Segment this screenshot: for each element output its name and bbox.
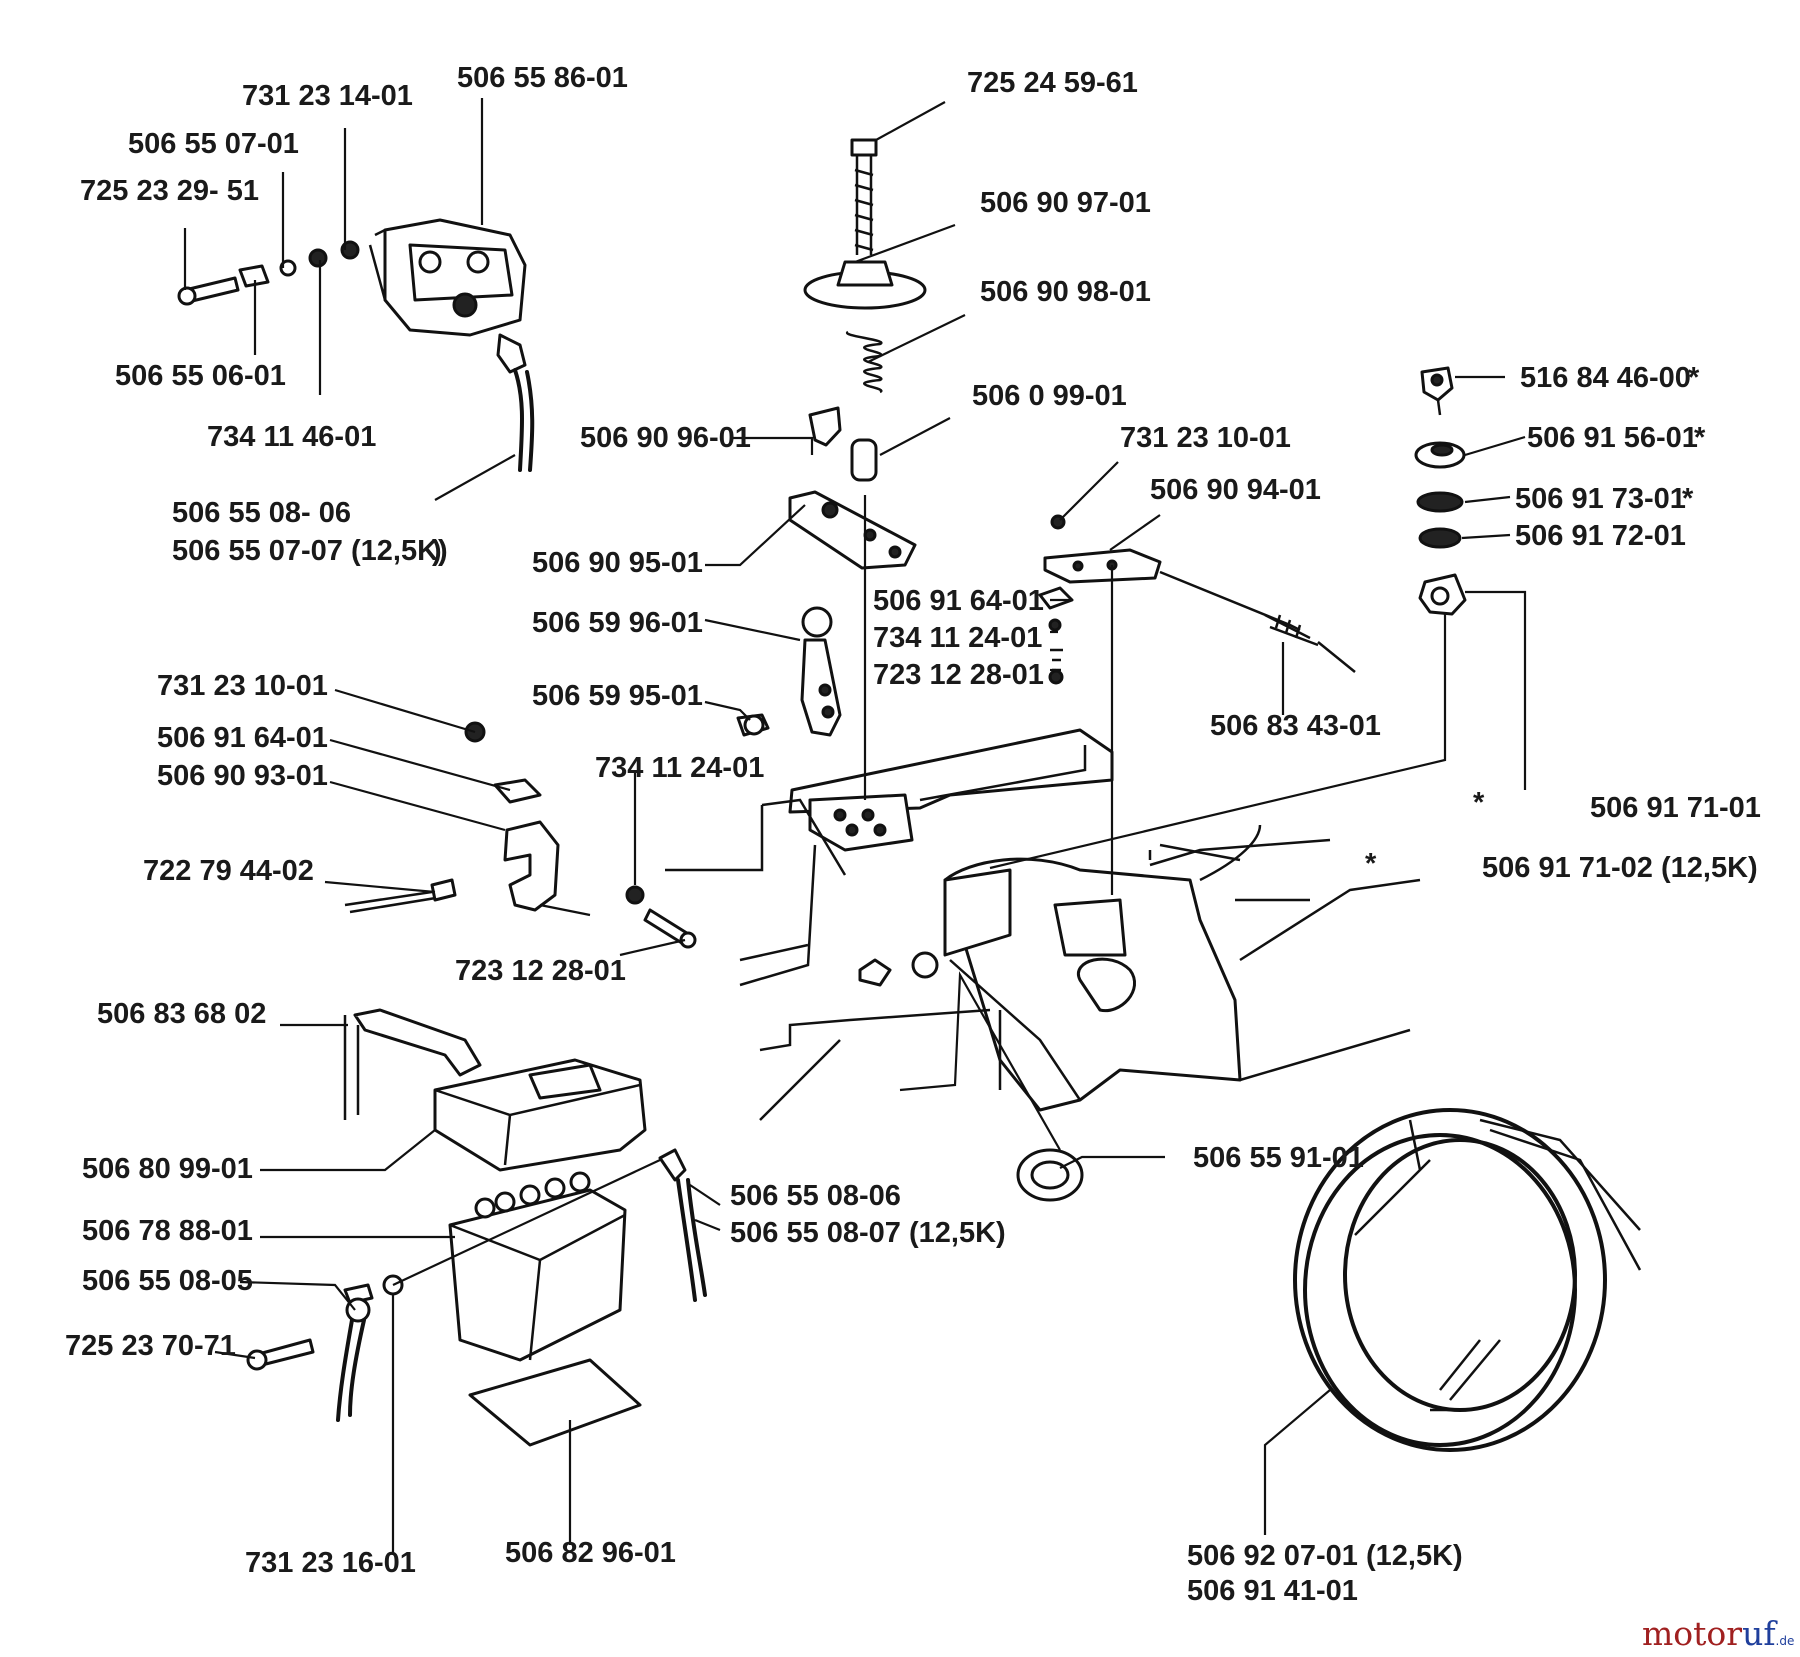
label-506-55-08-05: 506 55 08-05 — [82, 1265, 253, 1297]
label-725-23-29-51: 725 23 29- 51 — [80, 175, 259, 207]
label-506-91-64-01-mid: 506 91 64-01 — [873, 585, 1044, 617]
asterisk-left: * — [1473, 787, 1485, 819]
label-731-23-10-01-top: 731 23 10-01 — [1120, 422, 1291, 454]
watermark: motoruf.de — [1642, 1614, 1794, 1653]
lever-assembly — [736, 606, 842, 737]
label-506-59-96-01: 506 59 96-01 — [532, 607, 703, 639]
label-731-23-14-01: 731 23 14-01 — [242, 80, 413, 112]
label-725-24-59-61: 725 24 59-61 — [967, 67, 1138, 99]
label-725-23-70-71: 725 23 70-71 — [65, 1330, 236, 1362]
grommet — [1016, 1148, 1084, 1202]
label-506-55-07-01: 506 55 07-01 — [128, 128, 299, 160]
label-506-55-07-07: 506 55 07-07 (12,5K) — [172, 535, 448, 567]
label-506-0-99-01: 506 0 99-01 — [972, 380, 1127, 412]
leader-lines — [183, 98, 1527, 1555]
label-506-82-96-01: 506 82 96-01 — [505, 1537, 676, 1569]
label-506-90-95-01: 506 90 95-01 — [532, 547, 703, 579]
ignition-key-set — [1414, 366, 1467, 616]
label-506-92-07-01: 506 92 07-01 (12,5K) — [1187, 1540, 1463, 1572]
label-506-91-73-01: 506 91 73-01 — [1515, 483, 1686, 515]
asterisk-middle: * — [1365, 848, 1377, 880]
asterisk-516-84-46-00: * — [1688, 362, 1700, 394]
label-506-55-06-01: 506 55 06-01 — [115, 360, 286, 392]
seat-switch-stack — [788, 138, 927, 570]
label-506-55-86-01: 506 55 86-01 — [457, 62, 628, 94]
label-506-83-68-02: 506 83 68 02 — [97, 998, 266, 1030]
label-723-12-28-01-mid: 723 12 28-01 — [873, 659, 1044, 691]
label-734-11-24-01-mid: 734 11 24-01 — [873, 622, 1042, 654]
label-506-90-94-01: 506 90 94-01 — [1150, 474, 1321, 506]
bracket-assembly — [1038, 514, 1356, 685]
label-734-11-46-01: 734 11 46-01 — [207, 421, 376, 453]
label-731-23-10-01-left: 731 23 10-01 — [157, 670, 328, 702]
label-506-90-97-01: 506 90 97-01 — [980, 187, 1151, 219]
label-506-91-71-01: 506 91 71-01 — [1590, 792, 1761, 824]
wiring-harness — [1293, 1108, 1642, 1452]
label-506-83-43-01: 506 83 43-01 — [1210, 710, 1381, 742]
label-506-91-72-01: 506 91 72-01 — [1515, 520, 1686, 552]
label-506-55-08-07: 506 55 08-07 (12,5K) — [730, 1217, 1006, 1249]
label-506-55-08-06-bottom: 506 55 08-06 — [730, 1180, 901, 1212]
cable-clamp — [344, 721, 697, 949]
tractor-body — [665, 728, 1421, 1121]
label-506-91-41-01: 506 91 41-01 — [1187, 1575, 1358, 1607]
label-723-12-28-01-bottom: 723 12 28-01 — [455, 955, 626, 987]
label-734-11-24-01-left: 734 11 24-01 — [595, 752, 764, 784]
label-506-91-71-02: 506 91 71-02 (12,5K) — [1482, 852, 1758, 884]
label-506-91-64-01-left: 506 91 64-01 — [157, 722, 328, 754]
label-506-90-98-01: 506 90 98-01 — [980, 276, 1151, 308]
watermark-logo: motoruf.de — [1642, 1614, 1794, 1653]
label-506-55-08-06-top: 506 55 08- 06 — [172, 497, 351, 529]
label-722-79-44-02: 722 79 44-02 — [143, 855, 314, 887]
label-closing-paren: ) — [432, 535, 442, 567]
label-506-59-95-01: 506 59 95-01 — [532, 680, 703, 712]
asterisk-506-91-73-01: * — [1682, 483, 1694, 515]
label-506-78-88-01: 506 78 88-01 — [82, 1215, 253, 1247]
battery-assembly — [246, 1008, 707, 1447]
label-506-55-91-01: 506 55 91-01 — [1193, 1142, 1364, 1174]
label-506-90-96-01: 506 90 96-01 — [580, 422, 751, 454]
label-731-23-16-01: 731 23 16-01 — [245, 1547, 416, 1579]
label-506-90-93-01: 506 90 93-01 — [157, 760, 328, 792]
label-506-80-99-01: 506 80 99-01 — [82, 1153, 253, 1185]
label-506-91-56-01: 506 91 56-01 — [1527, 422, 1698, 454]
asterisk-506-91-56-01: * — [1694, 422, 1706, 454]
label-516-84-46-00: 516 84 46-00 — [1520, 362, 1691, 394]
part-labels: 725 24 59-61 506 55 86-01 731 23 14-01 5… — [65, 62, 1761, 1607]
ignition-switch-assembly — [177, 218, 535, 472]
